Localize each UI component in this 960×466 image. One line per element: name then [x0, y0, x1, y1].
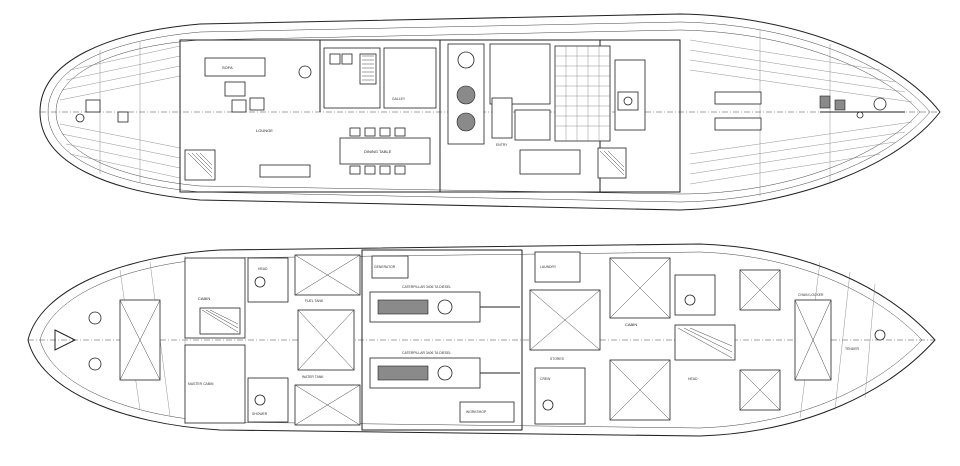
laundry-label: LAUNDRY: [540, 265, 557, 269]
windlass: [873, 97, 887, 111]
central-machinery-block: ENTRY: [447, 43, 581, 175]
aft-cabin-block: CABIN MASTER CABIN HEAD SHOWER: [184, 257, 289, 424]
fwd-cabin-label: CABIN: [625, 322, 637, 327]
sofa-label: SOFA: [222, 65, 233, 70]
aft-lazarette: [54, 299, 161, 381]
engine-1-label: CATERPILLAR 3406 TA DIESEL: [402, 285, 451, 289]
crew-label: CREW: [540, 377, 551, 381]
chain-locker-label: CHAIN LOCKER: [798, 293, 824, 297]
tender-label: TENDER: [845, 347, 859, 351]
forward-hatch-2: [714, 117, 762, 131]
water-tank-label: WATER TANK: [302, 375, 324, 379]
superstructure-outline: [179, 39, 681, 193]
generator-label: GENERATOR: [374, 265, 396, 269]
fore-deck-planking: [689, 30, 913, 196]
master-cabin-label: MASTER CABIN: [188, 382, 214, 386]
fuel-tank-label: FUEL TANK: [305, 299, 324, 303]
dining-area: DINING TABLE: [339, 127, 431, 175]
aft-mooring-equipment: [75, 99, 129, 123]
galley-area: GALLEY: [323, 47, 437, 109]
stores-label: STORES: [550, 357, 565, 361]
workshop-label: WORKSHOP: [466, 410, 487, 414]
aft-cabin-label: CABIN: [198, 296, 210, 301]
lower-deck-plan: CABIN MASTER CABIN HEAD SHOWER FUEL TANK…: [27, 243, 936, 437]
master-cabin: [184, 344, 246, 424]
engine-2-label: CATERPILLAR 3406 TA DIESEL: [402, 351, 451, 355]
head-aft: [247, 257, 289, 303]
galley-label: GALLEY: [392, 97, 406, 101]
head-fwd-label: HEAD: [688, 377, 698, 381]
head-aft-label: HEAD: [258, 267, 268, 271]
sofa: [204, 57, 266, 77]
shower-label: SHOWER: [252, 412, 268, 416]
lounge-label: LOUNGE: [256, 128, 273, 133]
upper-deck-plan: SOFA LOUNGE DINING TABLE GALLEY: [39, 13, 941, 211]
wheelhouse-area: [554, 45, 646, 179]
engine-room: CATERPILLAR 3406 TA DIESEL CATERPILLAR 3…: [361, 249, 523, 431]
fore-peak: CHAIN LOCKER TENDER: [794, 293, 886, 381]
lounge-area: SOFA LOUNGE: [184, 57, 312, 181]
forward-cabin-block: CABIN HEAD: [609, 257, 781, 421]
dining-table-label: DINING TABLE: [364, 149, 392, 154]
forward-hatch: [714, 91, 762, 105]
dining-table: [339, 137, 431, 165]
entry-label: ENTRY: [496, 143, 508, 147]
tank-block: FUEL TANK WATER TANK: [294, 254, 361, 426]
foredeck-equipment: [714, 91, 905, 131]
chart-table: [554, 45, 611, 142]
mid-accommodation: STORES LAUNDRY CREW: [529, 251, 601, 425]
